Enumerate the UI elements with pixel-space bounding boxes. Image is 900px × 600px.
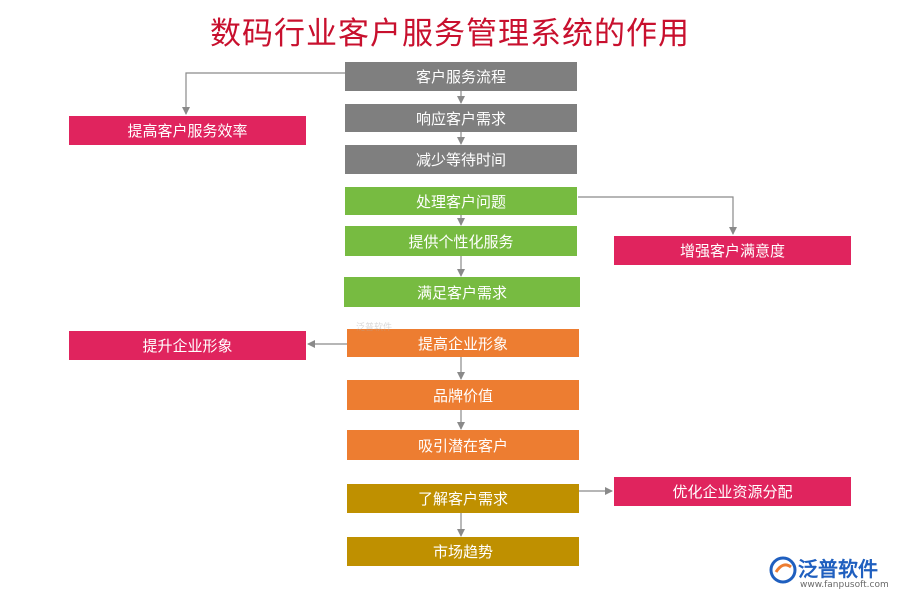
box-optimize-resources: 优化企业资源分配 [614,477,851,506]
box-market-trend: 市场趋势 [347,537,579,566]
box-handle-problems: 处理客户问题 [345,187,577,215]
box-improve-image: 提高企业形象 [347,329,579,357]
box-upgrade-image: 提升企业形象 [69,331,306,360]
company-logo: 泛普软件 www.fanpusoft.com [768,553,893,597]
box-personalized-service: 提供个性化服务 [345,226,577,256]
box-customer-service-flow: 客户服务流程 [345,62,577,91]
box-understand-needs: 了解客户需求 [347,484,579,513]
box-respond-needs: 响应客户需求 [345,104,577,132]
box-improve-efficiency: 提高客户服务效率 [69,116,306,145]
box-brand-value: 品牌价值 [347,380,579,410]
branch-efficiency [182,72,345,115]
box-enhance-satisfaction: 增强客户满意度 [614,236,851,265]
box-reduce-waiting: 减少等待时间 [345,145,577,174]
box-meet-needs: 满足客户需求 [344,277,580,307]
box-attract-customers: 吸引潜在客户 [347,430,579,460]
watermark: 泛普软件 [356,323,393,333]
logo-url: www.fanpusoft.com [800,580,889,590]
page-title: 数码行业客户服务管理系统的作用 [210,16,690,52]
logo-name: 泛普软件 [798,557,878,581]
logo-icon [769,556,797,584]
branch-satisfaction [578,196,737,235]
